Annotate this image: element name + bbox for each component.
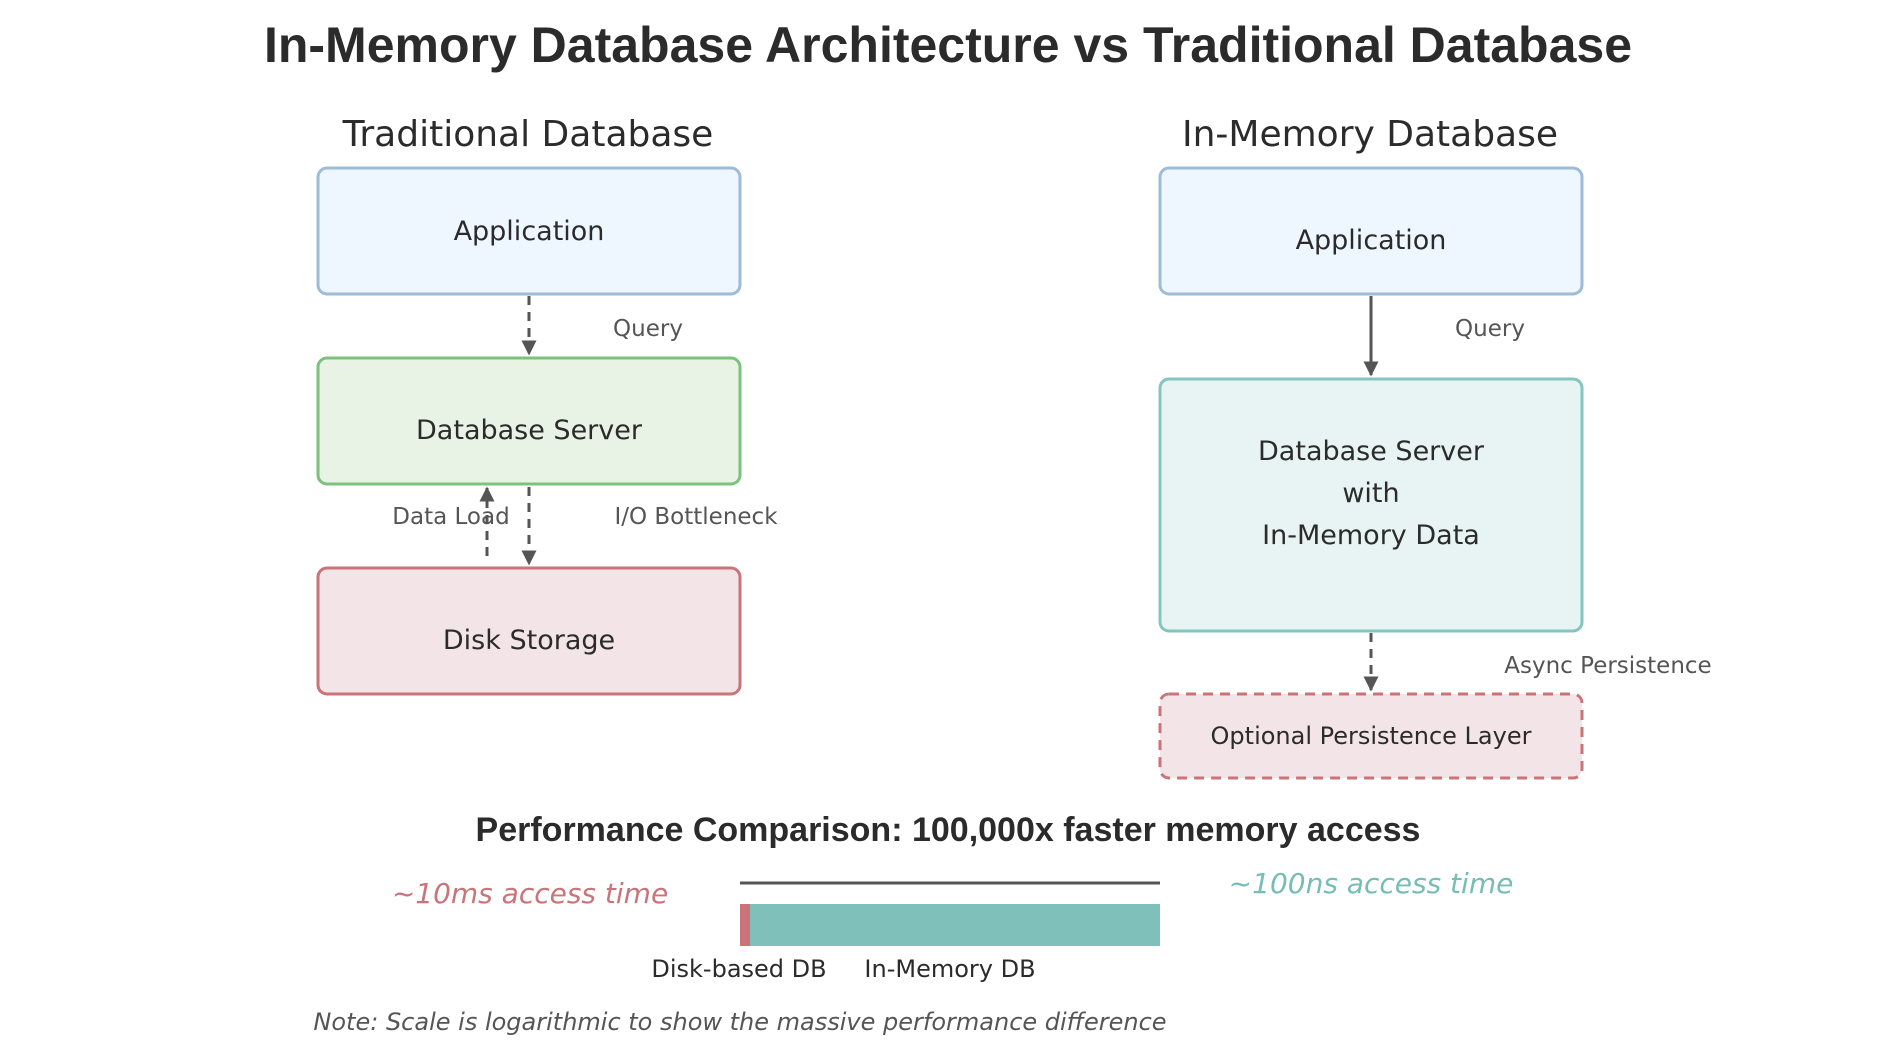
traditional-application-box: Application bbox=[316, 166, 742, 296]
traditional-server-box: Database Server bbox=[316, 356, 742, 486]
inmemory-heading: In-Memory Database bbox=[1182, 114, 1558, 155]
io-bottleneck-label: I/O Bottleneck bbox=[614, 504, 778, 530]
persistence-layer-box: Optional Persistence Layer bbox=[1158, 692, 1584, 780]
traditional-heading: Traditional Database bbox=[342, 114, 714, 155]
async-persistence-label: Async Persistence bbox=[1504, 653, 1711, 679]
performance-title: Performance Comparison: 100,000x faster … bbox=[476, 811, 1421, 849]
scale-note: Note: Scale is logarithmic to show the m… bbox=[313, 1008, 1166, 1036]
disk-bar-label: Disk-based DB bbox=[651, 955, 826, 983]
disk-bar bbox=[740, 904, 750, 946]
in-memory-bar bbox=[740, 904, 1160, 946]
traditional-query-label: Query bbox=[613, 316, 683, 342]
inmemory-query-label: Query bbox=[1455, 316, 1525, 342]
memory-access-time: ~100ns access time bbox=[1229, 867, 1514, 900]
inmemory-application-label: Application bbox=[1296, 225, 1447, 256]
inmemory-application-box: Application bbox=[1158, 166, 1584, 296]
disk-access-time: ~10ms access time bbox=[392, 877, 668, 910]
inmemory-application-rect bbox=[1158, 166, 1584, 296]
inmemory-server-line-1: Database Server bbox=[1258, 436, 1485, 467]
traditional-application-label: Application bbox=[454, 216, 605, 247]
traditional-server-rect bbox=[316, 356, 742, 486]
inmemory-server-line-2: with bbox=[1342, 478, 1399, 509]
disk-storage-label: Disk Storage bbox=[443, 625, 615, 656]
disk-storage-rect bbox=[316, 566, 742, 696]
traditional-server-label: Database Server bbox=[416, 415, 643, 446]
page-title: In-Memory Database Architecture vs Tradi… bbox=[264, 17, 1632, 73]
memory-bar-label: In-Memory DB bbox=[864, 955, 1035, 983]
persistence-layer-rect bbox=[1158, 692, 1584, 780]
traditional-application-rect bbox=[316, 166, 742, 296]
inmemory-server-rect bbox=[1158, 377, 1584, 633]
disk-storage-box: Disk Storage bbox=[316, 566, 742, 696]
data-load-label: Data Load bbox=[392, 504, 509, 530]
inmemory-server-box: Database Server with In-Memory Data bbox=[1158, 377, 1584, 633]
inmemory-server-line-3: In-Memory Data bbox=[1262, 520, 1480, 551]
persistence-layer-label: Optional Persistence Layer bbox=[1211, 722, 1532, 750]
